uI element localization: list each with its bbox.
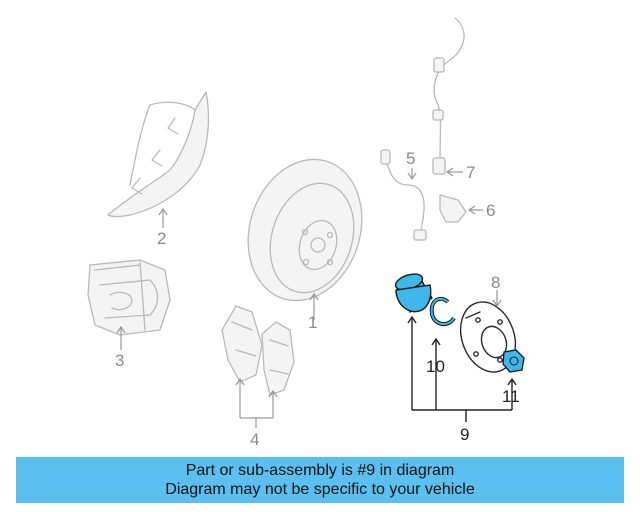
callout-1: 1 <box>308 313 317 332</box>
callout-11: 11 <box>502 387 520 406</box>
leader-lines <box>116 167 517 428</box>
wheel-hub <box>459 301 517 373</box>
brake-pads <box>221 305 295 396</box>
callout-7: 7 <box>466 163 475 182</box>
wheel-bearing <box>394 273 433 314</box>
hub-nut <box>502 349 525 373</box>
info-banner: Part or sub-assembly is #9 in diagram Di… <box>16 457 624 503</box>
callout-10: 10 <box>426 357 445 376</box>
brake-hose <box>380 149 427 241</box>
callout-2: 2 <box>157 229 166 248</box>
abs-sensor <box>432 17 467 223</box>
callout-4: 4 <box>250 430 259 449</box>
brake-disc <box>247 158 363 302</box>
callout-3: 3 <box>115 351 124 370</box>
dust-shield <box>107 91 210 218</box>
callout-9: 9 <box>460 425 469 444</box>
snap-ring <box>429 296 456 327</box>
banner-line-1: Part or sub-assembly is #9 in diagram <box>185 462 455 479</box>
callout-5: 5 <box>406 149 415 168</box>
callout-6: 6 <box>486 201 495 220</box>
brake-caliper <box>87 259 171 336</box>
parts-diagram: 1 2 3 4 5 6 7 8 9 10 11 <box>87 17 525 449</box>
banner-line-2: Diagram may not be specific to your vehi… <box>165 481 475 498</box>
callout-8: 8 <box>491 273 500 292</box>
